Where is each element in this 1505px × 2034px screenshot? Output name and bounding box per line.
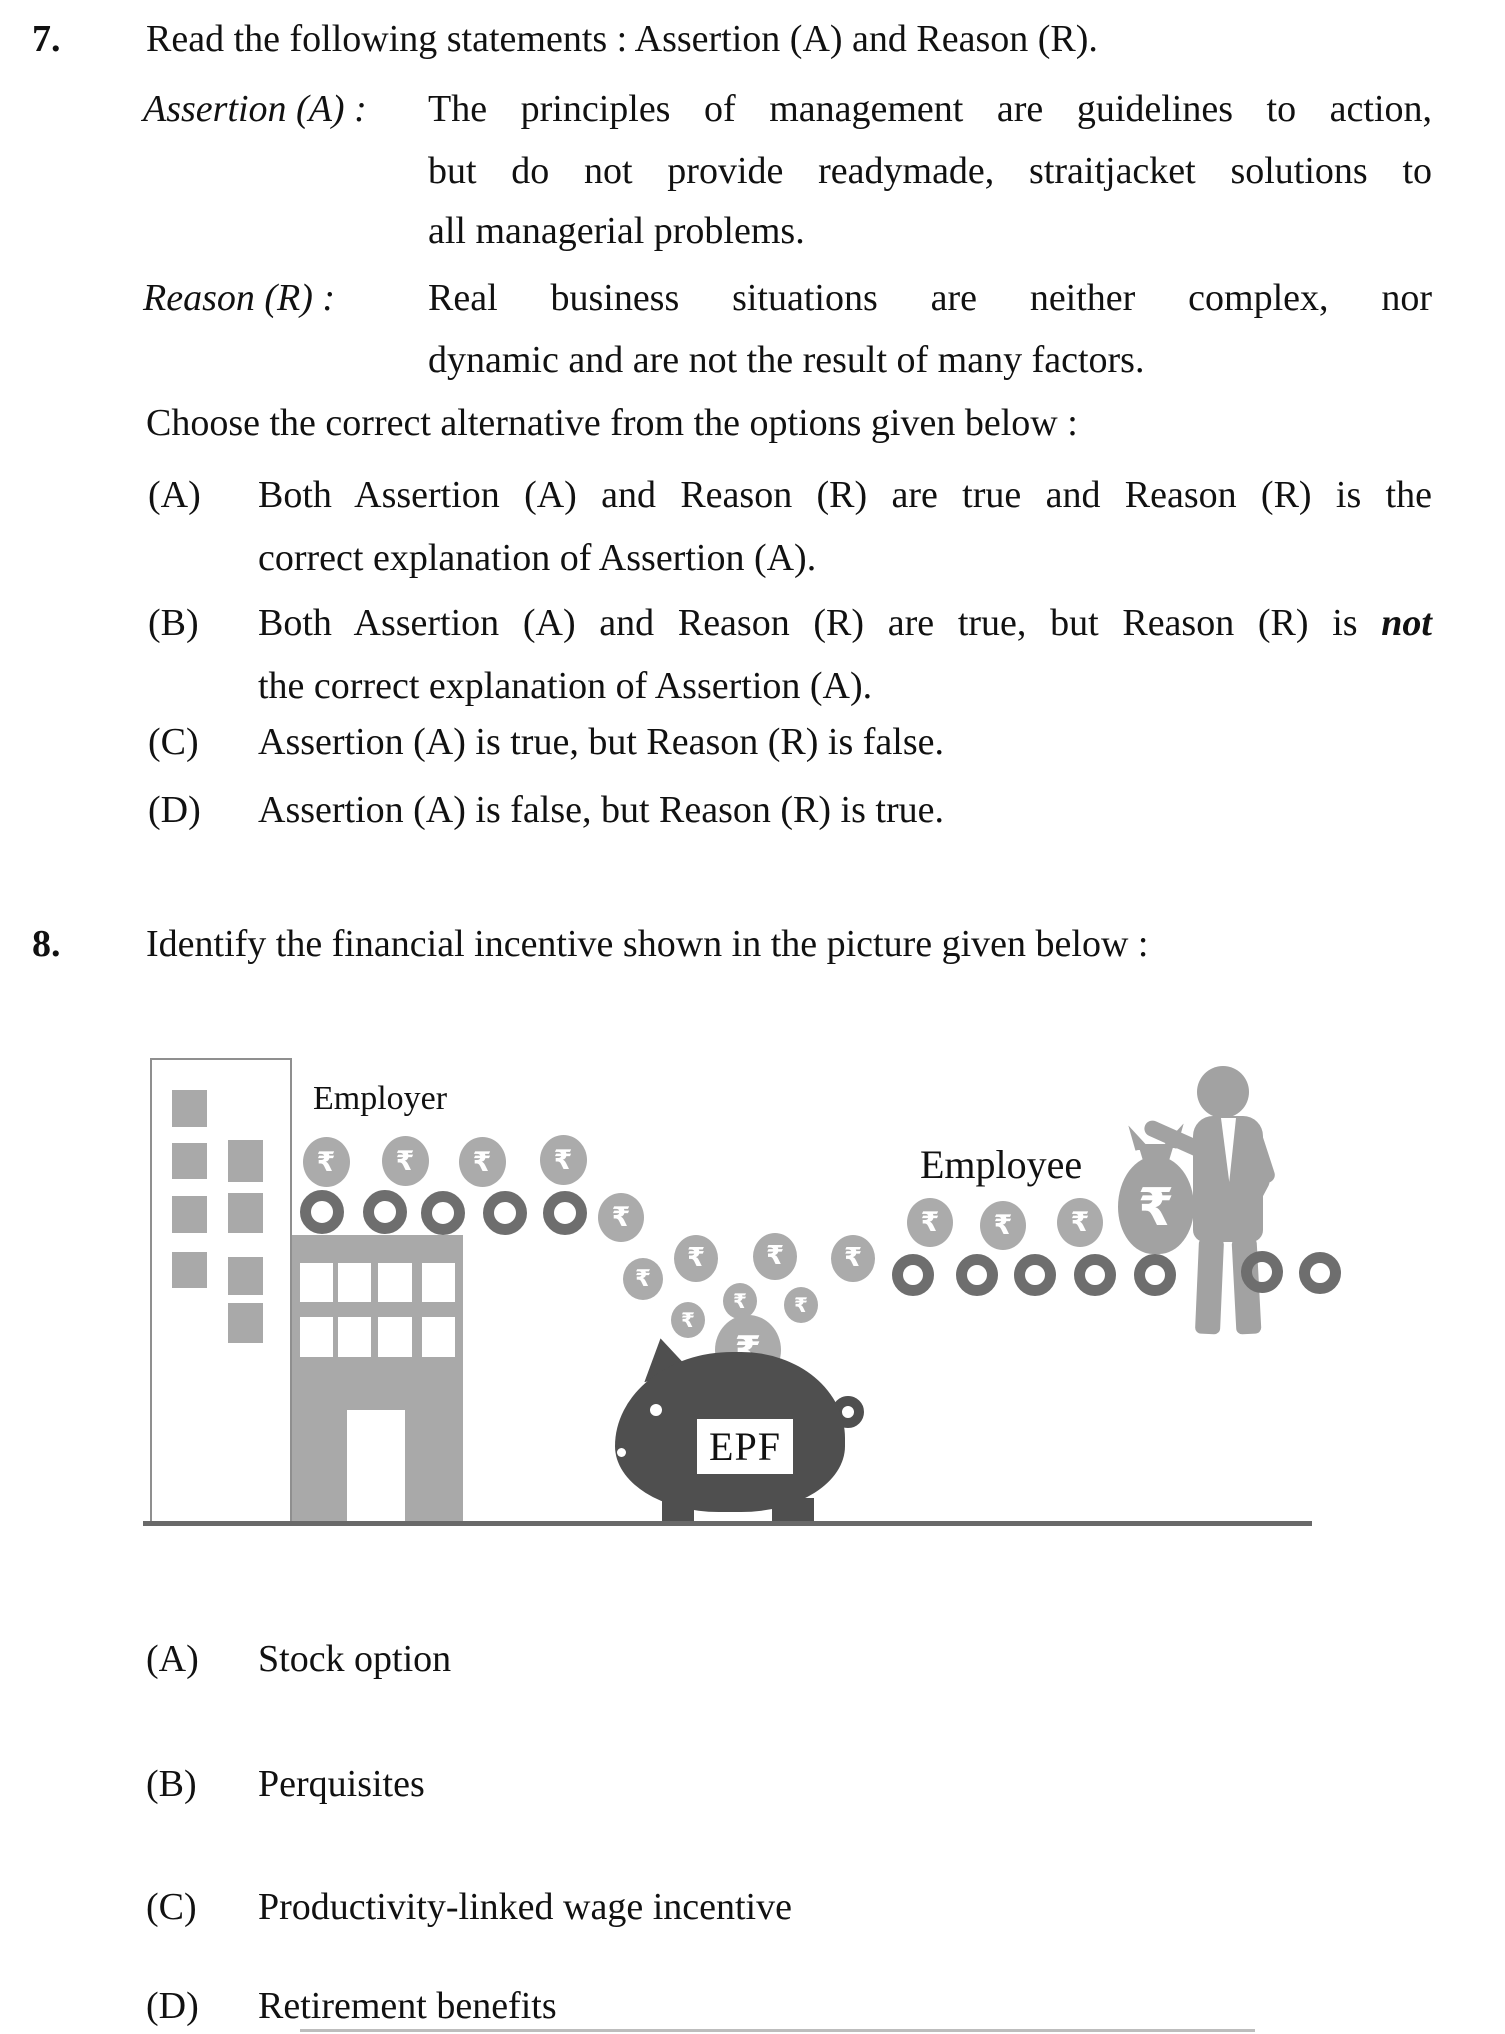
building-window-icon (228, 1303, 263, 1343)
money-bag-rupee-icon: ₹ (1137, 1178, 1175, 1238)
piggy-bank-eye-icon (650, 1404, 662, 1416)
coin-ring-icon (892, 1254, 934, 1296)
rupee-coin-icon: ₹ (302, 1137, 350, 1188)
employer-label: Employer (313, 1080, 448, 1117)
page-edge-line (300, 2029, 1255, 2032)
coin-ring-icon (421, 1191, 465, 1235)
rupee-coin-icon: ₹ (458, 1137, 506, 1188)
building-window-icon (172, 1252, 207, 1288)
coin-ring-icon (1241, 1251, 1283, 1293)
building-window-icon (228, 1140, 263, 1182)
building-window-icon (172, 1090, 207, 1127)
q7-reason-line1: Real business situations are neither com… (428, 277, 1432, 319)
rupee-coin-icon: ₹ (674, 1234, 718, 1282)
rupee-coin-icon: ₹ (623, 1257, 663, 1300)
building-door-icon (347, 1410, 405, 1523)
employee-head-icon (1197, 1066, 1249, 1118)
rupee-coin-icon: ₹ (980, 1200, 1026, 1250)
coin-ring-icon (956, 1254, 998, 1296)
building-window-icon (338, 1263, 371, 1302)
q7-option-b-line1-text: Both Assertion (A) and Reason (R) are tr… (258, 602, 1382, 644)
q8-option-b-text: Perquisites (258, 1763, 425, 1805)
employer-tall-building-icon (150, 1058, 292, 1523)
q7-option-c-text: Assertion (A) is true, but Reason (R) is… (258, 721, 944, 763)
q7-reason-line2: dynamic and are not the result of many f… (428, 339, 1145, 381)
q7-assertion-line2: but do not provide readymade, straitjack… (428, 150, 1432, 192)
money-bag-icon (1118, 1156, 1194, 1254)
q7-assertion-line1: The principles of management are guideli… (428, 88, 1432, 130)
rupee-coin-icon: ₹ (723, 1282, 757, 1319)
piggy-bank-leg-icon (662, 1498, 694, 1524)
rupee-coin-icon: ₹ (381, 1136, 429, 1187)
q7-option-a-line2: correct explanation of Assertion (A). (258, 537, 817, 579)
q7-assertion-line3: all managerial problems. (428, 210, 805, 252)
building-window-icon (228, 1193, 263, 1233)
building-window-icon (422, 1263, 455, 1302)
epf-label: EPF (697, 1419, 793, 1474)
q8-option-b-letter: (B) (146, 1763, 197, 1805)
piggy-bank-leg-icon (772, 1498, 814, 1524)
building-window-icon (228, 1257, 263, 1295)
q7-choose-line: Choose the correct alternative from the … (146, 402, 1078, 444)
rupee-coin-icon: ₹ (784, 1286, 818, 1323)
rupee-coin-icon: ₹ (831, 1234, 875, 1282)
building-window-icon (378, 1317, 412, 1357)
q7-option-b-line2: the correct explanation of Assertion (A)… (258, 665, 873, 707)
q8-option-d-text: Retirement benefits (258, 1985, 557, 2027)
q7-assertion-label: Assertion (A) : (143, 88, 367, 130)
coin-ring-icon (1134, 1254, 1176, 1296)
ground-line (143, 1521, 1312, 1526)
employee-label: Employee (920, 1142, 1083, 1187)
q7-option-b-line1-not: not (1381, 602, 1432, 644)
building-window-icon (172, 1196, 207, 1233)
rupee-coin-icon: ₹ (671, 1301, 705, 1338)
q7-option-a-line1: Both Assertion (A) and Reason (R) are tr… (258, 474, 1432, 516)
coin-ring-icon (300, 1190, 344, 1234)
rupee-coin-icon: ₹ (598, 1192, 644, 1242)
q8-option-a-letter: (A) (146, 1638, 199, 1680)
employee-leg-icon (1194, 1237, 1225, 1335)
q8-option-a-text: Stock option (258, 1638, 452, 1680)
piggy-bank-nostril-icon (617, 1448, 626, 1457)
building-window-icon (378, 1263, 412, 1302)
building-window-icon (338, 1317, 371, 1357)
rupee-coin-icon: ₹ (753, 1232, 797, 1280)
building-window-icon (172, 1143, 207, 1179)
rupee-coin-icon: ₹ (1057, 1197, 1103, 1247)
coin-ring-icon (1014, 1254, 1056, 1296)
building-window-icon (300, 1317, 333, 1357)
rupee-coin-icon: ₹ (907, 1197, 953, 1247)
q7-number: 7. (32, 18, 61, 60)
coin-ring-icon (1074, 1254, 1116, 1296)
building-window-icon (422, 1317, 455, 1357)
q7-option-b-letter: (B) (148, 602, 199, 644)
rupee-coin-icon: ₹ (539, 1135, 587, 1186)
q8-option-c-text: Productivity-linked wage incentive (258, 1886, 792, 1928)
q7-option-d-text: Assertion (A) is false, but Reason (R) i… (258, 789, 944, 831)
q8-option-c-letter: (C) (146, 1886, 197, 1928)
q7-option-a-letter: (A) (148, 474, 201, 516)
q7-option-c-letter: (C) (148, 721, 199, 763)
q7-reason-label: Reason (R) : (143, 277, 336, 319)
q7-option-b-line1: Both Assertion (A) and Reason (R) are tr… (258, 599, 1432, 647)
q8-option-d-letter: (D) (146, 1985, 199, 2027)
q8-number: 8. (32, 923, 61, 965)
building-window-icon (300, 1263, 333, 1302)
coin-ring-icon (483, 1191, 527, 1235)
q7-prompt: Read the following statements : Assertio… (146, 18, 1098, 60)
q7-option-d-letter: (D) (148, 789, 201, 831)
coin-ring-icon (363, 1190, 407, 1234)
coin-ring-icon (543, 1191, 587, 1235)
coin-ring-icon (1299, 1252, 1341, 1294)
q8-prompt: Identify the financial incentive shown i… (146, 923, 1149, 965)
